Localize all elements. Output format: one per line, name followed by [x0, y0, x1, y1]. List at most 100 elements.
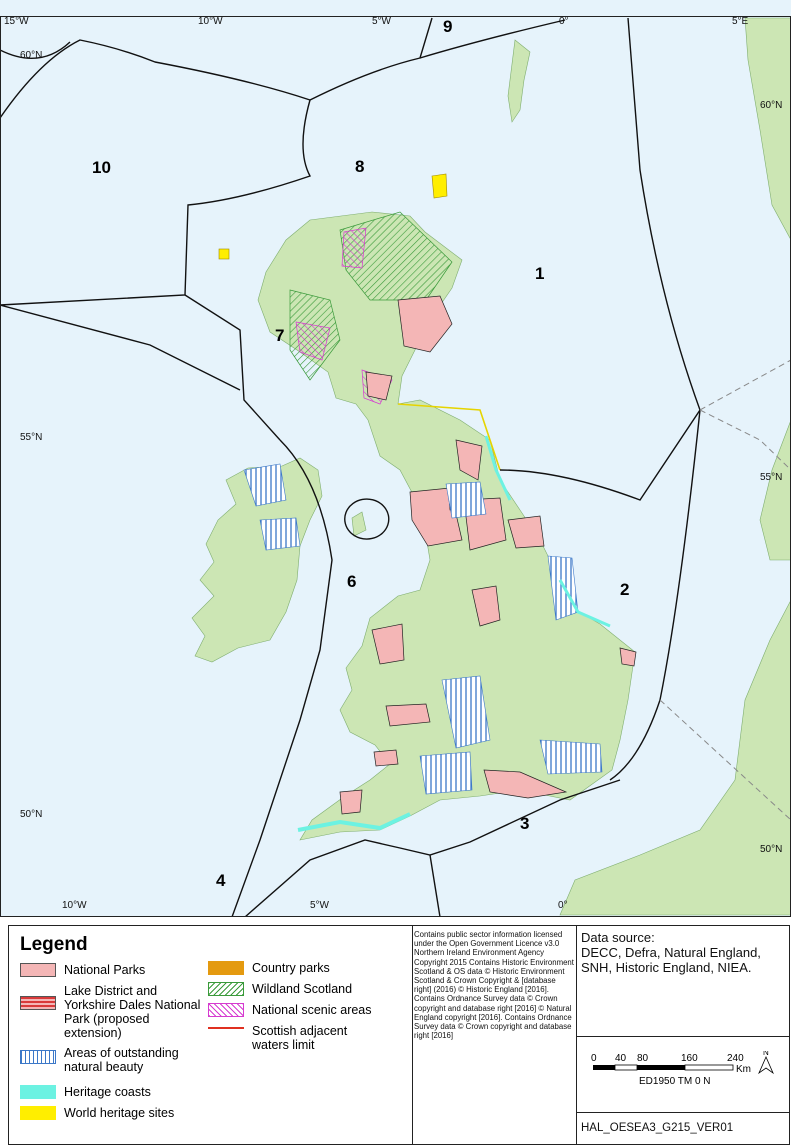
- wildland-label: Wildland Scotland: [252, 982, 353, 996]
- loch-lomond-np: [365, 371, 393, 401]
- aonb-label: Areas of outstanding natural beauty: [64, 1046, 179, 1074]
- map-frame[interactable]: 15°W 10°W 5°W 0° 5°E 10°W 5°W 0° 60°N 55…: [0, 0, 791, 917]
- isle-of-man-land: [351, 511, 367, 537]
- exmoor-np: [373, 749, 399, 767]
- world-heritage-label: World heritage sites: [64, 1106, 175, 1120]
- aonb-ni-sperrins: [243, 463, 287, 507]
- legend-item-scottish-limit: Scottish adjacent waters limit: [208, 1024, 378, 1052]
- region-label-10: 10: [92, 158, 111, 177]
- scale-tick-1: 40: [615, 1053, 627, 1064]
- wildland-swatch: [208, 982, 244, 996]
- scale-segment-4: [684, 1064, 734, 1071]
- lat-label-left-2: 50°N: [20, 809, 42, 820]
- aonb-high-weald: [539, 739, 603, 775]
- national-parks-label: National Parks: [64, 963, 146, 977]
- aonb-north-pennines: [445, 481, 487, 519]
- cairngorms-np: [397, 295, 453, 353]
- lat-label-right-0: 60°N: [760, 100, 782, 111]
- document-id: HAL_OESEA3_G215_VER01: [581, 1122, 734, 1134]
- legend-item-national-parks: National Parks: [20, 963, 145, 977]
- norway-land: [744, 17, 791, 241]
- region-label-7: 7: [275, 326, 284, 345]
- lon-label-bottom-1: 5°W: [310, 900, 330, 911]
- heritage-coasts-swatch: [20, 1085, 56, 1099]
- lon-label-top-1: 10°W: [198, 16, 223, 27]
- lon-label-top-4: 5°E: [732, 16, 749, 27]
- lat-label-right-2: 50°N: [760, 844, 782, 855]
- broads-np: [619, 647, 637, 667]
- legend-divider-1: [412, 926, 413, 1144]
- scale-segment-1: [593, 1065, 615, 1070]
- south-downs-np: [483, 769, 568, 799]
- legend-item-lake-district: Lake District and Yorkshire Dales Nation…: [20, 984, 210, 1040]
- region-label-6: 6: [347, 572, 356, 591]
- projection-label: ED1950 TM 0 N: [639, 1076, 711, 1087]
- lake-district-swatch: [20, 996, 56, 1010]
- north-label: N: [763, 1051, 769, 1057]
- netherlands-land: [759, 419, 791, 561]
- lon-label-bottom-0: 10°W: [62, 900, 87, 911]
- region-label-4: 4: [216, 871, 226, 890]
- scale-tick-4: 240: [727, 1053, 744, 1064]
- legend-hline-1: [576, 1036, 789, 1037]
- snowdonia-np: [371, 623, 405, 665]
- lake-district-label: Lake District and Yorkshire Dales Nation…: [64, 984, 201, 1040]
- heritage-coasts-label: Heritage coasts: [64, 1085, 151, 1099]
- legend-item-scenic: National scenic areas: [208, 1003, 372, 1017]
- legend-item-country-parks: Country parks: [208, 961, 330, 975]
- peak-district-np: [471, 585, 501, 627]
- scenic-area-north: [341, 227, 367, 269]
- lon-label-top-2: 5°W: [372, 16, 392, 27]
- legend-item-wildland: Wildland Scotland: [208, 982, 352, 996]
- region-label-9: 9: [443, 17, 452, 36]
- legend-panel: Legend National Parks Lake District and …: [8, 925, 790, 1145]
- france-belgium-land: [559, 599, 791, 916]
- credits-text: Contains public sector information licen…: [414, 930, 574, 1041]
- region-label-3: 3: [520, 814, 529, 833]
- country-parks-swatch: [208, 961, 244, 975]
- legend-item-world-heritage: World heritage sites: [20, 1106, 174, 1120]
- lat-label-right-1: 55°N: [760, 472, 782, 483]
- map-canvas: 15°W 10°W 5°W 0° 5°E 10°W 5°W 0° 60°N 55…: [0, 0, 791, 917]
- data-source-text: DECC, Defra, Natural England, SNH, Histo…: [581, 945, 761, 975]
- lon-label-bottom-2: 0°: [558, 900, 568, 911]
- brecon-beacons-np: [385, 703, 431, 727]
- legend-hline-2: [576, 1112, 789, 1113]
- legend-divider-2: [576, 926, 577, 1144]
- scottish-limit-swatch: [208, 1027, 244, 1035]
- scottish-limit-line: [397, 403, 501, 471]
- north-york-moors-np: [507, 515, 545, 549]
- aonb-swatch: [20, 1050, 56, 1064]
- scale-unit: Km: [736, 1064, 751, 1075]
- heritage-coast-east: [558, 579, 611, 628]
- international-boundaries: [659, 359, 791, 821]
- orkney-whs: [431, 173, 448, 199]
- aonb-wessex: [419, 751, 473, 795]
- aonb-ni-mourne: [259, 517, 301, 551]
- dartmoor-np: [339, 789, 363, 815]
- scale-bar: 0 40 80 160 240 Km ED1950 TM 0 N N: [581, 1048, 786, 1101]
- national-parks-swatch: [20, 963, 56, 977]
- legend-item-aonb: Areas of outstanding natural beauty: [20, 1046, 210, 1074]
- scenic-swatch: [208, 1003, 244, 1017]
- scale-bar-graphic: 0 40 80 160 240 Km ED1950 TM 0 N N: [591, 1048, 774, 1087]
- northumberland-np: [455, 439, 483, 481]
- heritage-coast-south-west: [297, 812, 411, 832]
- aonb-cotswolds: [441, 675, 491, 749]
- scale-tick-3: 160: [681, 1053, 698, 1064]
- lat-label-left-0: 60°N: [20, 50, 42, 61]
- region-label-1: 1: [535, 264, 544, 283]
- region-label-2: 2: [620, 580, 629, 599]
- scenic-area-west: [295, 321, 331, 361]
- shetland-land: [507, 39, 531, 123]
- scale-tick-2: 80: [637, 1053, 649, 1064]
- ireland-land: [191, 457, 323, 663]
- world-heritage-swatch: [20, 1106, 56, 1120]
- st-kilda-whs: [218, 248, 230, 260]
- legend-title: Legend: [20, 934, 88, 955]
- scale-segment-2: [614, 1064, 638, 1071]
- north-arrow-icon: [758, 1056, 774, 1075]
- region-boundaries: [0, 17, 701, 917]
- heritage-coast-north-east: [484, 435, 512, 501]
- scale-segment-3: [637, 1065, 685, 1070]
